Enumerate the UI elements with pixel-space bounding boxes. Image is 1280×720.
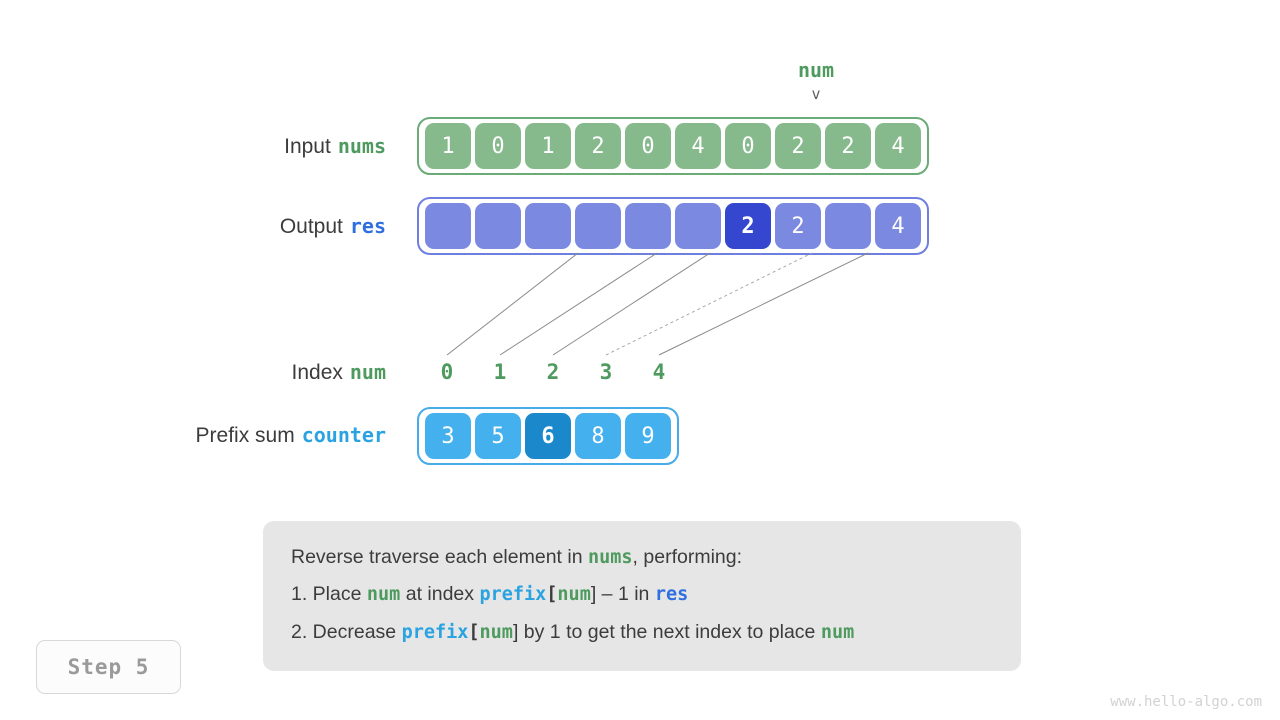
res-cell-7: 2 xyxy=(775,203,821,249)
res-cell-3 xyxy=(575,203,621,249)
caption-l3-code-prefix: prefix xyxy=(401,621,469,643)
res-cell-2 xyxy=(525,203,571,249)
caption-l3-code-num2: num xyxy=(820,621,855,643)
caption-l2-code-prefix: prefix xyxy=(479,584,547,606)
num-pointer-arrow-icon: v xyxy=(811,85,821,103)
num-pointer-label: num xyxy=(797,58,835,82)
caption-l2-code-num2: num xyxy=(557,584,591,606)
nums-cell-7: 2 xyxy=(775,123,821,169)
connector-line-0 xyxy=(446,252,579,356)
caption-box: Reverse traverse each element in nums, p… xyxy=(263,521,1021,672)
index-label-text: Index xyxy=(291,361,343,384)
nums-cell-6: 0 xyxy=(725,123,771,169)
caption-l3-text1: 2. Decrease xyxy=(291,620,402,643)
index-var-name: num xyxy=(349,360,386,384)
connector-line-3 xyxy=(605,252,813,356)
caption-l1-code-nums: nums xyxy=(587,547,633,568)
caption-l2-text1: 1. Place xyxy=(291,583,367,606)
index-number-3: 3 xyxy=(599,360,613,384)
caption-l3-text3: ] by 1 to get the next index to place xyxy=(512,620,821,643)
prefix-label-text: Prefix sum xyxy=(195,424,295,447)
output-label-text: Output xyxy=(279,215,343,238)
caption-line-1: Reverse traverse each element in nums, p… xyxy=(291,539,993,576)
res-cell-0 xyxy=(425,203,471,249)
res-cell-6: 2 xyxy=(725,203,771,249)
index-number-0: 0 xyxy=(440,360,454,384)
res-cell-1 xyxy=(475,203,521,249)
nums-cell-0: 1 xyxy=(425,123,471,169)
step-badge: Step 5 xyxy=(36,640,181,694)
input-row-label: Input nums xyxy=(96,134,386,159)
caption-l1-text2: , performing: xyxy=(632,546,743,568)
index-number-1: 1 xyxy=(493,360,507,384)
res-cell-8 xyxy=(825,203,871,249)
counter-cell-4: 9 xyxy=(625,413,671,459)
connector-line-1 xyxy=(499,252,658,356)
caption-l2-code-num: num xyxy=(366,584,401,606)
caption-line-2: 1. Place num at index prefix[num] – 1 in… xyxy=(291,576,993,613)
counter-cell-1: 5 xyxy=(475,413,521,459)
counter-cell-3: 8 xyxy=(575,413,621,459)
input-var-name: nums xyxy=(337,134,386,158)
prefix-row-label: Prefix sum counter xyxy=(56,423,386,448)
prefix-var-name: counter xyxy=(301,423,386,447)
caption-l2-text4: ] – 1 in xyxy=(590,583,655,606)
output-row-label: Output res xyxy=(96,214,386,239)
res-cell-9: 4 xyxy=(875,203,921,249)
caption-l1-text1: Reverse traverse each element in xyxy=(291,546,588,568)
caption-l3-bracket-open: [ xyxy=(468,621,480,643)
res-cell-5 xyxy=(675,203,721,249)
nums-cell-5: 4 xyxy=(675,123,721,169)
caption-l2-code-res: res xyxy=(654,584,689,606)
caption-l3-code-num: num xyxy=(479,621,513,643)
nums-cell-4: 0 xyxy=(625,123,671,169)
caption-l2-text2: at index xyxy=(400,583,480,606)
input-label-text: Input xyxy=(284,135,331,158)
nums-cell-1: 0 xyxy=(475,123,521,169)
caption-l2-bracket-open: [ xyxy=(546,584,558,606)
watermark: www.hello-algo.com xyxy=(1110,694,1262,710)
nums-cell-3: 2 xyxy=(575,123,621,169)
nums-cell-9: 4 xyxy=(875,123,921,169)
nums-cell-8: 2 xyxy=(825,123,871,169)
connector-line-4 xyxy=(658,252,869,356)
nums-cell-2: 1 xyxy=(525,123,571,169)
index-row-label: Index num xyxy=(96,360,387,385)
counter-cell-2: 6 xyxy=(525,413,571,459)
index-number-2: 2 xyxy=(546,360,560,384)
counter-cell-0: 3 xyxy=(425,413,471,459)
index-number-4: 4 xyxy=(652,360,666,384)
connector-line-2 xyxy=(552,252,711,356)
output-var-name: res xyxy=(349,214,386,238)
caption-line-3: 2. Decrease prefix[num] by 1 to get the … xyxy=(291,614,993,651)
res-cell-4 xyxy=(625,203,671,249)
